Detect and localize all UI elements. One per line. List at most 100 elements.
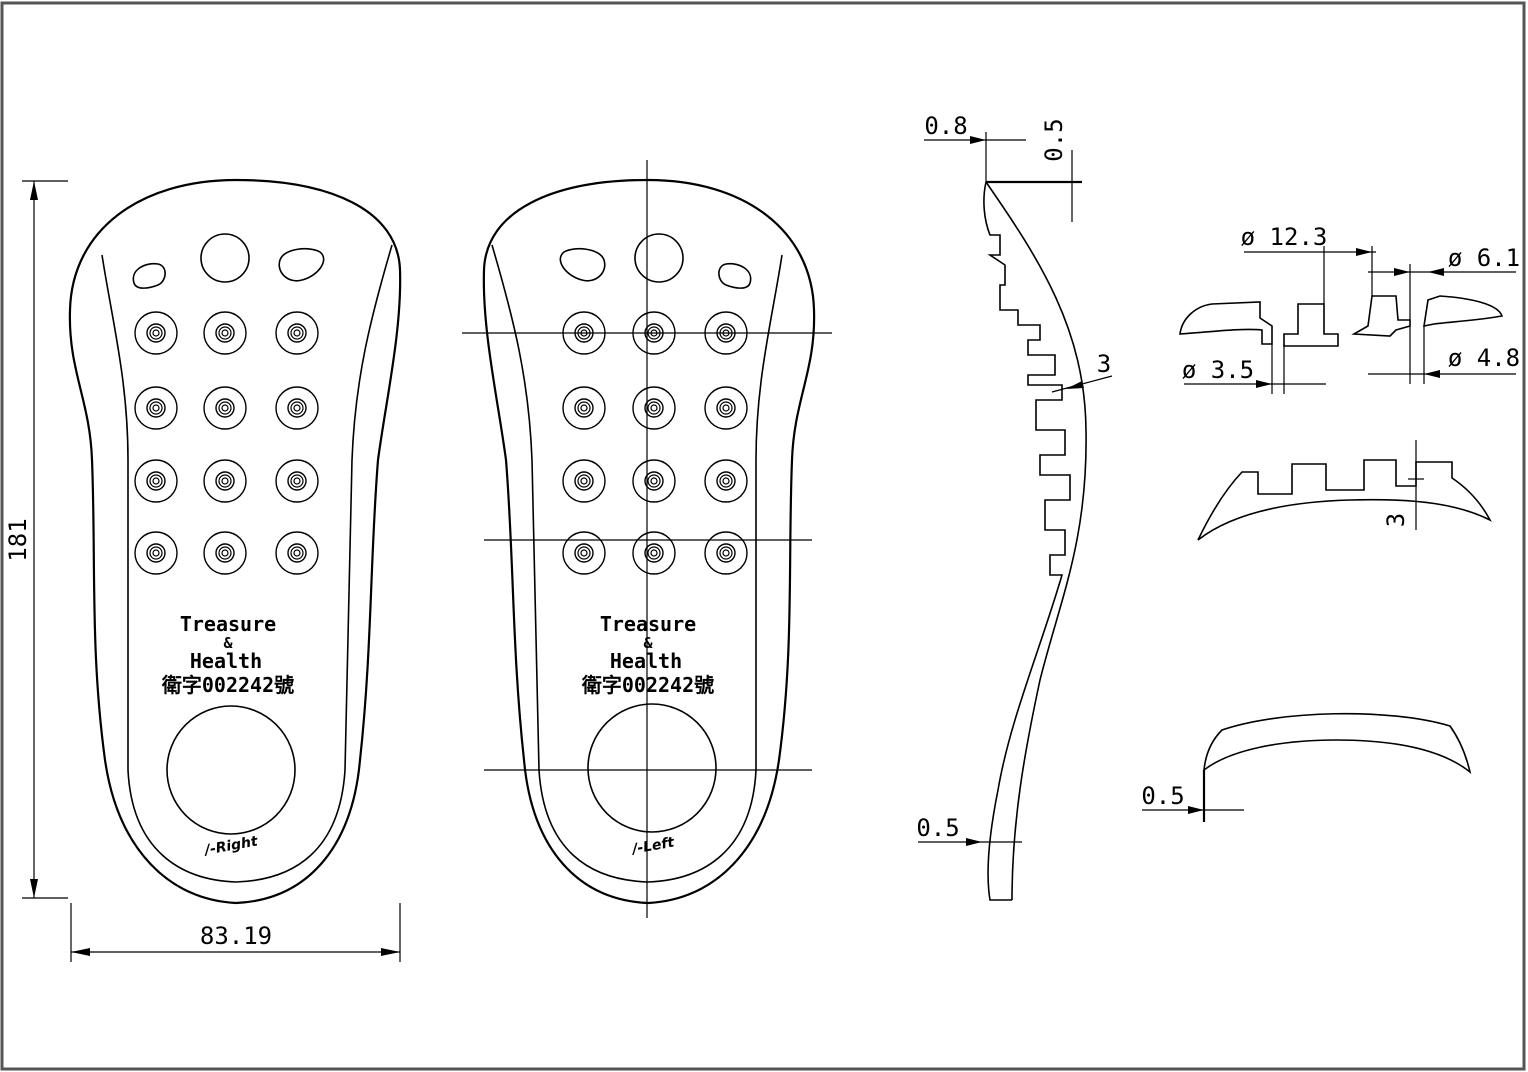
left-brand-line1: Treasure <box>600 612 696 636</box>
nub-ring <box>134 386 178 430</box>
nub-ring <box>215 323 235 343</box>
nub-ring <box>287 471 307 491</box>
nub-ring <box>632 459 676 503</box>
length-dim-text: 181 <box>4 518 32 561</box>
nub-ring <box>146 323 166 343</box>
nub-ring <box>275 386 319 430</box>
nub-ring <box>716 543 736 563</box>
nub-ring <box>203 311 247 355</box>
nub-ring <box>221 404 229 412</box>
nub-ring <box>218 326 232 340</box>
right-brand-line2: & <box>223 634 233 652</box>
nub-ring <box>287 398 307 418</box>
nub-ring <box>650 477 658 485</box>
nub-ring <box>203 459 247 503</box>
bottom-thickness-dim: 0.5 <box>916 814 959 842</box>
left-brand-line3: Health <box>610 649 682 673</box>
nub-ring <box>574 543 594 563</box>
right-brand-line1: Treasure <box>180 612 276 636</box>
heel-section-shape <box>1203 712 1472 775</box>
heel-thickness-dim: 0.5 <box>1141 782 1184 810</box>
nub-ring <box>647 401 661 415</box>
nub-ring <box>704 386 748 430</box>
nub-ring <box>149 474 163 488</box>
nub-ring <box>650 404 658 412</box>
outer-dia-dim: ø 12.3 <box>1241 223 1328 251</box>
toe-circle <box>200 233 250 283</box>
nub-ring <box>716 398 736 418</box>
rib-depth-dim: 3 <box>1097 350 1111 378</box>
nub-ring <box>719 401 733 415</box>
nub-ring <box>650 549 658 557</box>
right-insole-view: Treasure & Health 衛字002242號 /-Right <box>68 178 402 905</box>
stud-left-half <box>1179 301 1273 345</box>
nub-ring <box>722 404 730 412</box>
left-insole-inner-outline <box>491 244 783 883</box>
nub-ring <box>577 474 591 488</box>
pin-dia-dim: ø 4.8 <box>1448 344 1520 372</box>
nub-ring <box>290 326 304 340</box>
nub-ring <box>644 543 664 563</box>
nub-ring <box>152 477 160 485</box>
nub-ring <box>149 546 163 560</box>
toe-circle <box>634 233 684 283</box>
nub-ring <box>146 471 166 491</box>
nub-ring <box>704 531 748 575</box>
side-profile-top-edge <box>985 181 1087 901</box>
left-brand-line2: & <box>643 634 653 652</box>
nub-ring <box>722 477 730 485</box>
right-insole-outline <box>68 178 402 905</box>
nub-ring <box>562 531 606 575</box>
top-thickness-dim: 0.5 <box>1040 118 1068 161</box>
nub-ring <box>577 546 591 560</box>
nub-ring <box>722 549 730 557</box>
side-profile-view: 0.8 0.5 3 0.5 <box>916 112 1113 901</box>
nub-ring <box>580 404 588 412</box>
nub-ring <box>644 471 664 491</box>
right-nub-grid <box>134 311 319 575</box>
stem-dia-dim: ø 6.1 <box>1448 244 1520 272</box>
left-reg-number: 衛字002242號 <box>581 673 714 697</box>
toe-oval-left <box>559 247 606 282</box>
width-dim-text: 83.19 <box>200 922 272 950</box>
nub-ring <box>215 543 235 563</box>
left-insole-view: Treasure & Health 衛字002242號 /-Left <box>462 160 832 918</box>
nub-ring <box>293 477 301 485</box>
nub-ring <box>215 471 235 491</box>
rib-height-dim: 3 <box>1382 513 1410 527</box>
nub-ring <box>221 329 229 337</box>
nub-ring <box>275 459 319 503</box>
nub-ring <box>632 531 676 575</box>
nub-ring <box>290 474 304 488</box>
top-offset-dim: 0.8 <box>924 112 967 140</box>
nub-ring <box>644 398 664 418</box>
nub-ring <box>146 543 166 563</box>
nub-ring <box>152 404 160 412</box>
neck-dia-dim: ø 3.5 <box>1182 356 1254 384</box>
left-insole-outline <box>482 178 816 905</box>
nub-ring <box>203 531 247 575</box>
toe-oval-right <box>718 262 752 289</box>
nub-ring <box>580 549 588 557</box>
nub-ring <box>290 401 304 415</box>
right-width-dimension: 83.19 <box>70 903 401 962</box>
right-reg-number: 衛字002242號 <box>161 673 294 697</box>
nub-ring <box>149 326 163 340</box>
right-heel-circle <box>166 705 296 835</box>
nub-ring <box>562 386 606 430</box>
toe-oval-left <box>132 262 166 289</box>
nub-ring <box>218 474 232 488</box>
right-brand-line3: Health <box>190 649 262 673</box>
nub-ring <box>562 459 606 503</box>
nub-ring <box>218 401 232 415</box>
toe-oval-right <box>278 247 325 282</box>
nub-ring <box>704 459 748 503</box>
right-foot-label: /-Right <box>202 833 260 859</box>
nub-ring <box>287 543 307 563</box>
nub-ring <box>218 546 232 560</box>
nub-ring <box>293 329 301 337</box>
nub-ring <box>293 404 301 412</box>
left-nub-grid <box>562 311 748 575</box>
nub-ring <box>287 323 307 343</box>
